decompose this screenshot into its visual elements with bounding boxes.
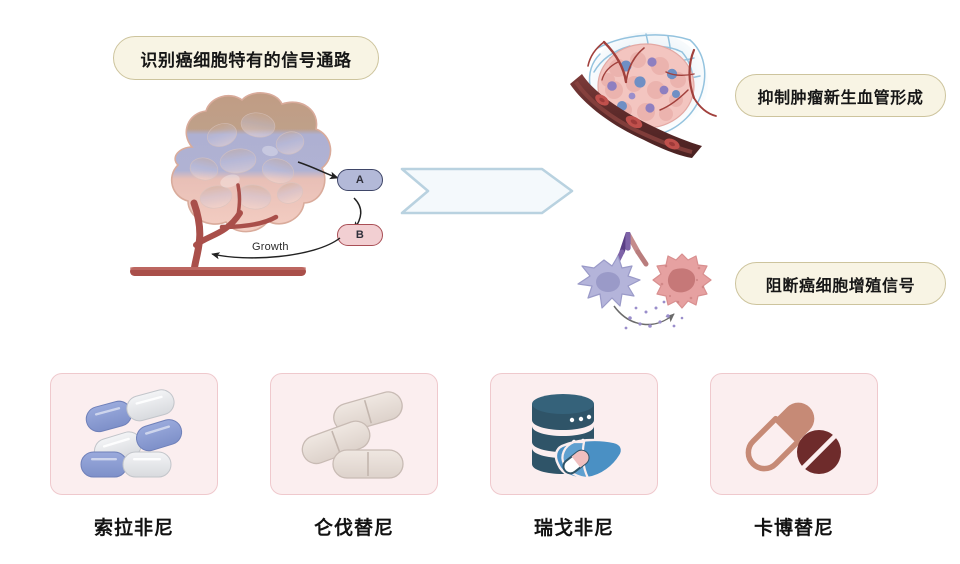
- callout-pathway: 识别癌细胞特有的信号通路: [113, 36, 379, 80]
- cell-signal-illustration: [577, 232, 712, 330]
- antibody-icon: [613, 232, 649, 267]
- blood-vessel-with-rbc: [570, 74, 702, 158]
- pathway-node-a: A: [337, 169, 383, 191]
- round-tablet-icon: [797, 430, 841, 474]
- liver-database-capsule-icon: [532, 394, 624, 480]
- pathway-node-a-label: A: [355, 174, 365, 186]
- tumor-mass: [170, 92, 332, 233]
- arrow-growth-feedback: [211, 237, 341, 260]
- callout-angiogenesis: 抑制肿瘤新生血管形成: [735, 74, 946, 117]
- drug-card-lenvatinib[interactable]: [270, 373, 438, 495]
- drug-card-regorafenib[interactable]: [490, 373, 658, 495]
- signal-arrow: [613, 305, 675, 326]
- signal-particles: [624, 300, 684, 330]
- arterial-network: [587, 40, 717, 117]
- drug-name-cabozantinib: 卡博替尼: [753, 518, 834, 539]
- pathway-node-b-label: B: [355, 229, 365, 241]
- chevron-arrow: [400, 167, 574, 215]
- beige-oblong-tablets-icon: [301, 391, 404, 479]
- pathway-node-b: B: [337, 224, 383, 246]
- cancer-cell: [652, 253, 712, 309]
- drug-name-regorafenib: 瑞戈非尼: [533, 518, 614, 539]
- drug-card-cabozantinib[interactable]: [710, 373, 878, 495]
- tumor-on-vessel-illustration: [130, 92, 332, 276]
- callout-proliferation: 阻断癌细胞增殖信号: [735, 262, 946, 305]
- drug-name-sorafenib: 索拉非尼: [93, 518, 174, 539]
- blue-white-capsules-icon: [80, 389, 183, 478]
- red-blood-cells: [595, 94, 680, 150]
- growth-arrow-label: Growth: [252, 241, 289, 253]
- liver-capsule-icon: [562, 449, 590, 475]
- tumor-feeding-vessel: [190, 183, 279, 275]
- dendritic-cell: [577, 255, 641, 309]
- arrow-tumor-to-a: [297, 161, 339, 180]
- drug-card-sorafenib[interactable]: [50, 373, 218, 495]
- vessel-highlight: [130, 267, 306, 270]
- terracotta-capsule-tablet-icon: [745, 402, 841, 474]
- angiogenesis-illustration: [570, 32, 717, 158]
- drug-name-lenvatinib: 仑伐替尼: [313, 518, 394, 539]
